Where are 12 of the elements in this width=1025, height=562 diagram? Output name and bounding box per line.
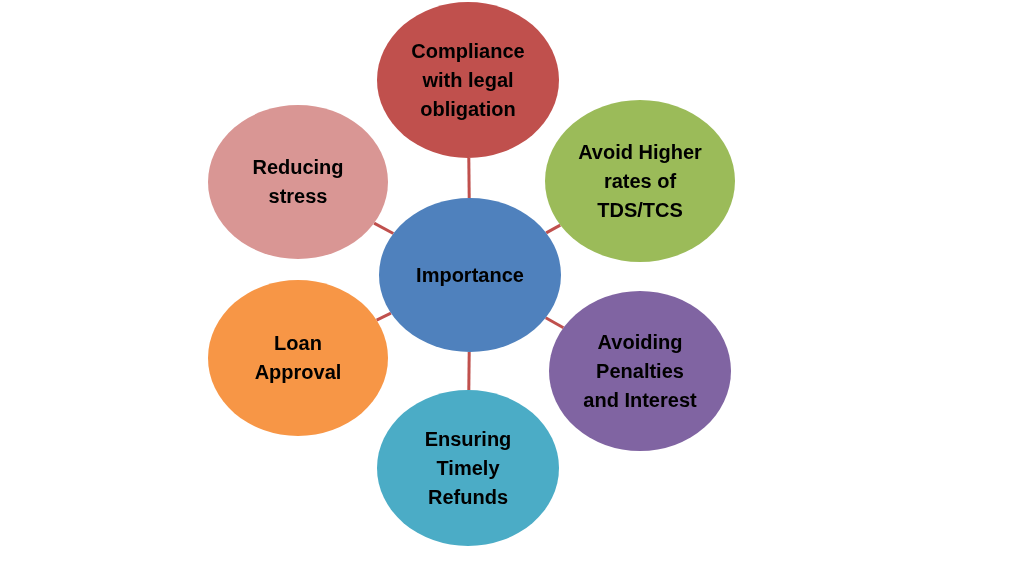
node-label: Avoid Higher rates of TDS/TCS <box>577 139 703 223</box>
connector-line <box>467 352 471 390</box>
connector-line <box>544 316 565 330</box>
node-label: Ensuring Timely Refunds <box>423 426 513 510</box>
node-label: Importance <box>416 262 524 288</box>
connector-line <box>545 223 561 235</box>
node-label: Avoiding Penalties and Interest <box>582 329 698 413</box>
connector-line <box>467 158 471 198</box>
node-label: Loan Approval <box>253 331 343 385</box>
connector-line <box>373 221 395 235</box>
node-label: Compliance with legal obligation <box>410 38 526 122</box>
node-label: Reducing stress <box>251 155 345 209</box>
